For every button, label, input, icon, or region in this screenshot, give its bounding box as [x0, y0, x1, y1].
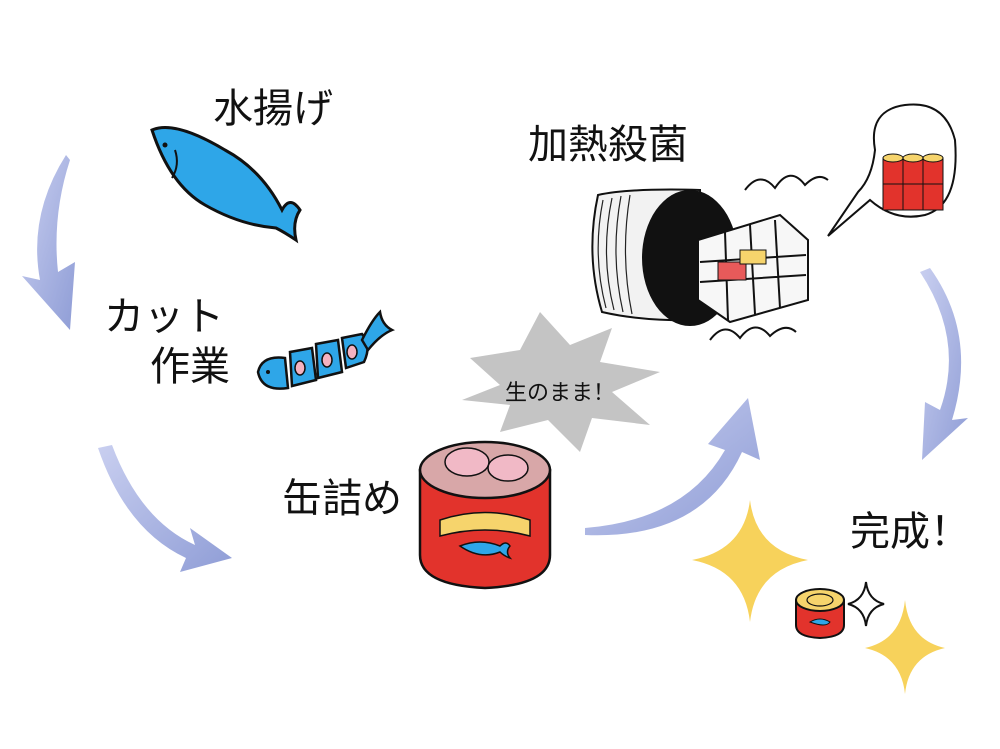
- fish-can-icon: [418, 440, 552, 590]
- flow-arrow-can-to-sterilize: [585, 398, 760, 536]
- step-label-landing: 水揚げ: [213, 86, 333, 132]
- retort-sterilizer-icon: [591, 174, 829, 341]
- step-label-cutting-line2: 作業: [150, 344, 230, 390]
- finished-can-icon: [795, 588, 845, 640]
- cut-fish-icon: [256, 309, 395, 390]
- step-label-canning: 缶詰め: [282, 476, 402, 522]
- step-label-complete: 完成！: [850, 509, 970, 555]
- step-label-sterilization: 加熱殺菌: [528, 122, 688, 168]
- burst-text: 生のまま！: [505, 381, 615, 406]
- flow-arrow-sterilize-to-complete: [920, 268, 968, 460]
- step-label-cutting-line1: カット: [104, 294, 224, 340]
- fish-icon: [150, 126, 302, 244]
- raw-burst-bubble: 生のまま！: [462, 312, 660, 452]
- flow-arrow-landing-to-cut: [22, 155, 75, 330]
- cans-stack-icon: [882, 153, 944, 211]
- flow-arrow-cut-to-can: [98, 445, 232, 572]
- sparkle-icon: [692, 500, 945, 694]
